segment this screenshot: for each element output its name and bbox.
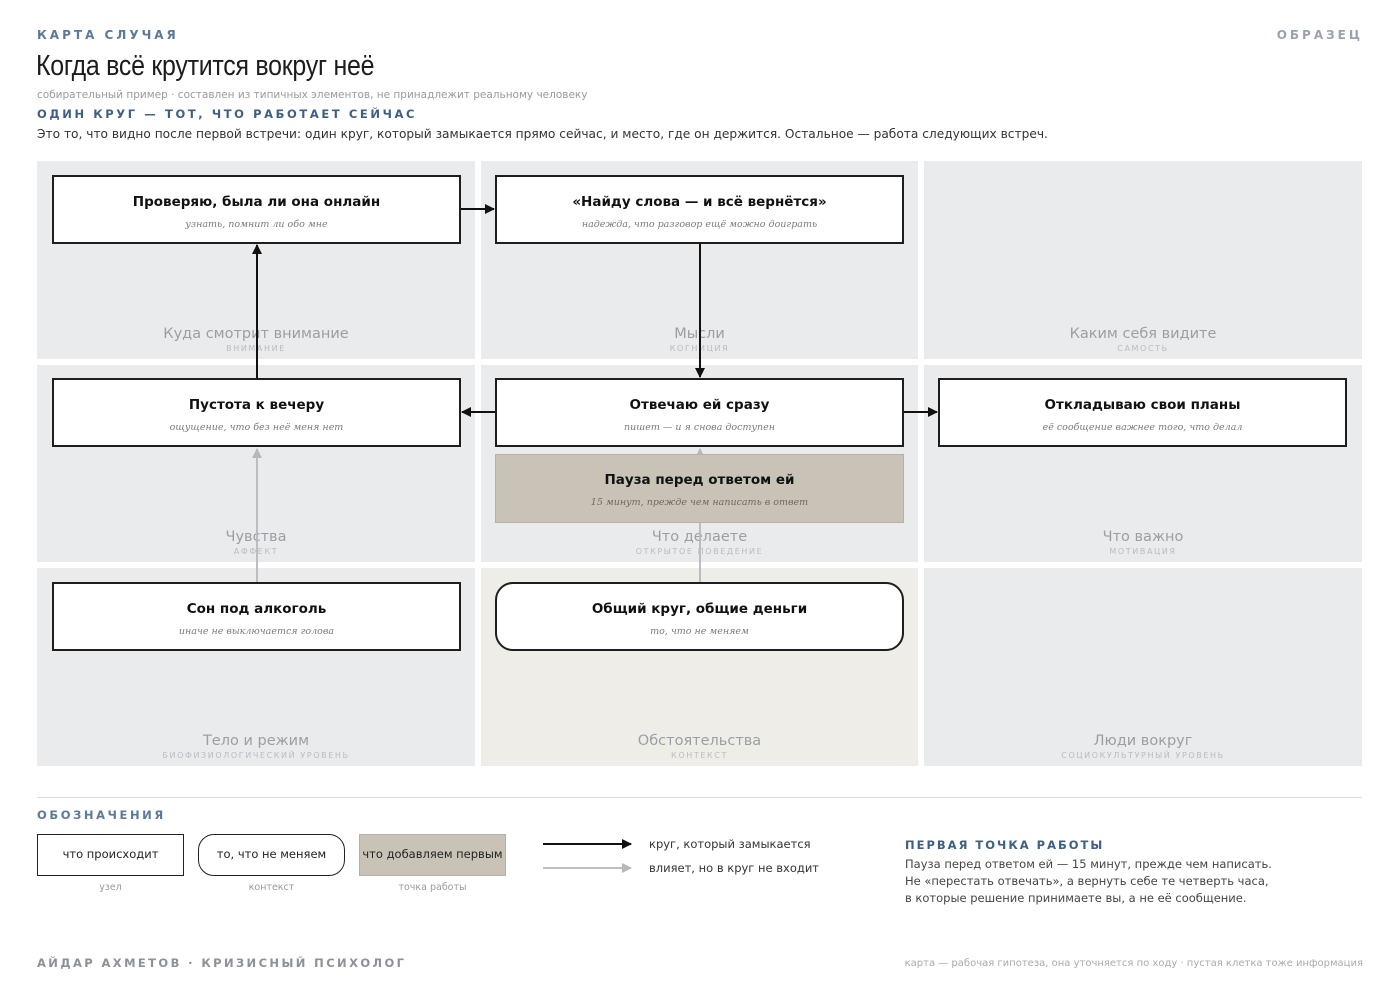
node-subtitle: надежда, что разговор ещё можно доиграть	[581, 219, 818, 230]
cell-people: Люди вокруг СОЦИОКУЛЬТУРНЫЙ УРОВЕНЬ	[924, 568, 1362, 766]
legend-influence-label: влияет, но в круг не входит	[649, 861, 819, 875]
node-subtitle: 15 минут, прежде чем написать в ответ	[590, 497, 809, 508]
cell-title: Люди вокруг	[1093, 733, 1193, 749]
node-title: «Найду слова — и всё вернётся»	[572, 194, 827, 210]
node-subtitle: узнать, помнит ли обо мне	[185, 219, 328, 230]
node-subtitle: иначе не выключается голова	[178, 626, 335, 637]
legend-node-caption: узел	[99, 882, 122, 893]
cell-subtitle: ВНИМАНИЕ	[226, 344, 286, 353]
node-title: Пустота к вечеру	[188, 397, 325, 413]
cell-subtitle: АФФЕКТ	[233, 547, 279, 556]
node-pause: Пауза перед ответом ей 15 минут, прежде …	[495, 454, 904, 523]
node-emptiness: Пустота к вечеру ощущение, что без неё м…	[52, 378, 461, 447]
cell-subtitle: САМОСТЬ	[1117, 344, 1169, 353]
cell-title: Что важно	[1102, 529, 1184, 545]
node-postpone-plans: Откладываю свои планы её сообщение важне…	[938, 378, 1347, 447]
legend-title: ОБОЗНАЧЕНИЯ	[37, 808, 166, 822]
node-title: Откладываю свои планы	[1044, 397, 1241, 413]
divider	[37, 797, 1362, 798]
cell-title: Обстоятельства	[637, 733, 762, 749]
cell-subtitle: КОГНИЦИЯ	[669, 344, 730, 353]
node-title: Проверяю, была ли она онлайн	[132, 194, 381, 210]
cell-title: Чувства	[225, 529, 287, 545]
cell-subtitle: ОТКРЫТОЕ ПОВЕДЕНИЕ	[635, 547, 764, 556]
legend-context-caption: контекст	[248, 882, 295, 893]
node-common-circle: Общий круг, общие деньги то, что не меня…	[495, 582, 904, 651]
node-title: Пауза перед ответом ей	[604, 472, 795, 488]
node-find-words: «Найду слова — и всё вернётся» надежда, …	[495, 175, 904, 244]
node-title: Общий круг, общие деньги	[591, 601, 808, 617]
node-sleep-alcohol: Сон под алкоголь иначе не выключается го…	[52, 582, 461, 651]
node-subtitle: пишет — и я снова доступен	[624, 422, 775, 433]
legend-work-box: что добавляем первым	[359, 834, 506, 876]
cell-title: Что делаете	[651, 529, 748, 545]
cell-title: Мысли	[674, 326, 725, 342]
cell-subtitle: МОТИВАЦИЯ	[1109, 547, 1177, 556]
legend-node-box: что происходит	[37, 834, 184, 876]
legend-context-box: то, что не меняем	[198, 834, 345, 876]
first-point-title: ПЕРВАЯ ТОЧКА РАБОТЫ	[905, 838, 1105, 852]
footer-author: АЙДАР АХМЕТОВ · КРИЗИСНЫЙ ПСИХОЛОГ	[37, 956, 407, 970]
node-subtitle: то, что не меняем	[650, 626, 749, 637]
page-title: Когда всё крутится вокруг неё	[36, 50, 375, 82]
page-subtitle: собирательный пример · составлен из типи…	[37, 89, 588, 101]
cell-self: Каким себя видите САМОСТЬ	[924, 161, 1362, 359]
node-check-online: Проверяю, была ли она онлайн узнать, пом…	[52, 175, 461, 244]
cell-title: Каким себя видите	[1069, 326, 1217, 342]
cell-subtitle: БИОФИЗИОЛОГИЧЕСКИЙ УРОВЕНЬ	[162, 751, 350, 760]
node-subtitle: её сообщение важнее того, что делал	[1042, 422, 1243, 433]
section-heading: ОДИН КРУГ — ТОТ, ЧТО РАБОТАЕТ СЕЙЧАС	[37, 107, 418, 121]
node-title: Сон под алкоголь	[186, 601, 327, 617]
legend-loop-label: круг, который замыкается	[649, 837, 811, 851]
node-reply-now: Отвечаю ей сразу пишет — и я снова досту…	[495, 378, 904, 447]
cell-subtitle: СОЦИОКУЛЬТУРНЫЙ УРОВЕНЬ	[1061, 751, 1225, 760]
intro-text: Это то, что видно после первой встречи: …	[37, 127, 1048, 141]
cell-title: Куда смотрит внимание	[163, 326, 349, 342]
map-kicker: КАРТА СЛУЧАЯ	[37, 28, 179, 42]
cell-subtitle: КОНТЕКСТ	[671, 751, 728, 760]
legend-work-caption: точка работы	[398, 882, 467, 893]
cell-title: Тело и режим	[202, 733, 310, 749]
node-title: Отвечаю ей сразу	[629, 397, 770, 413]
node-subtitle: ощущение, что без неё меня нет	[169, 422, 344, 433]
first-point-text: Пауза перед ответом ей — 15 минут, прежд…	[905, 857, 1272, 905]
sample-badge: ОБРАЗЕЦ	[1276, 28, 1363, 42]
footer-note: карта — рабочая гипотеза, она уточняется…	[904, 958, 1363, 969]
